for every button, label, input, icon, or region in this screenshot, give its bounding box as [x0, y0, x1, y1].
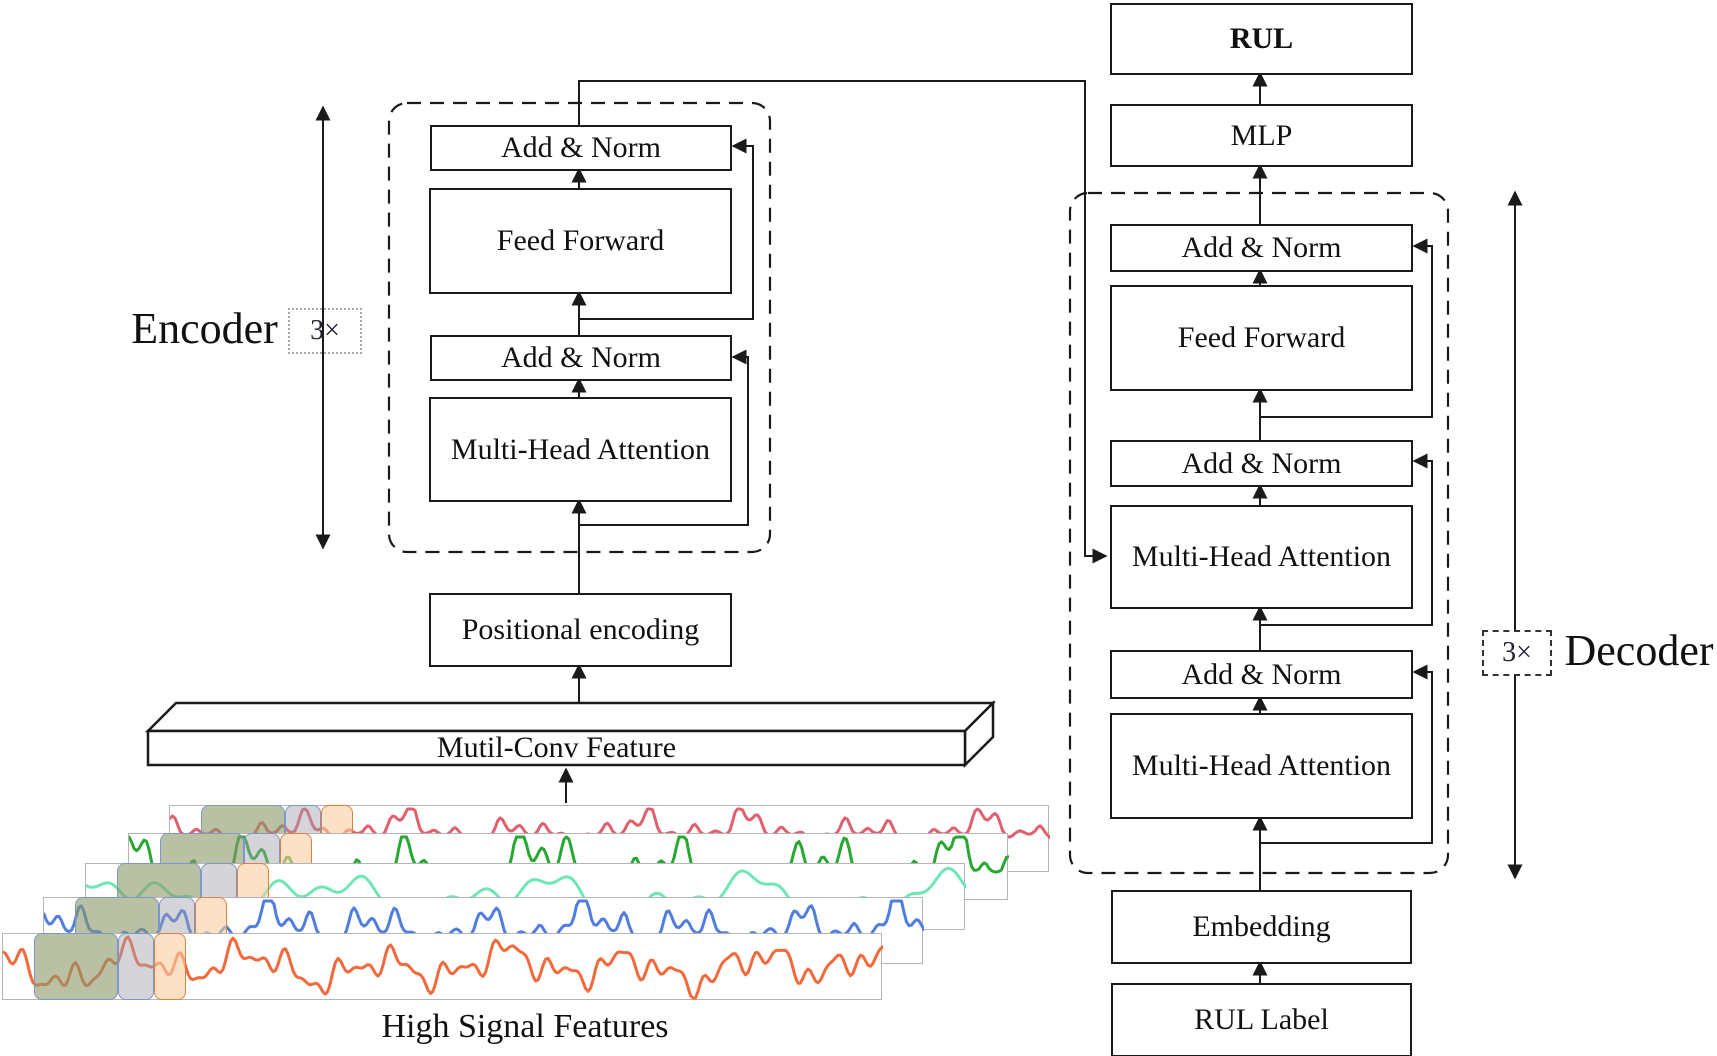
multi-conv-feature-label: Mutil-Conv Feature: [436, 731, 677, 764]
high-signal-features-caption: High Signal Features: [381, 1008, 669, 1045]
positional-encoding-box: Positional encoding: [429, 593, 732, 667]
decoder-multi-head-attention-upper-box: Multi-Head Attention: [1110, 505, 1413, 609]
window-orange: [154, 933, 186, 1000]
encoder-repeat-badge: 3×: [288, 308, 362, 354]
embedding-box: Embedding: [1111, 890, 1412, 964]
rul-label-box: RUL Label: [1111, 983, 1412, 1056]
window-gray: [118, 933, 154, 1000]
encoder-multi-head-attention-box: Multi-Head Attention: [429, 397, 732, 502]
decoder-feed-forward-box: Feed Forward: [1110, 285, 1413, 391]
decoder-repeat-badge: 3×: [1482, 630, 1552, 676]
window-green: [34, 933, 118, 1000]
decoder-residual-1: [1260, 664, 1433, 844]
rul-output-box: RUL: [1110, 3, 1413, 75]
encoder-residual-2: [579, 138, 754, 320]
decoder-add-norm-lower-box: Add & Norm: [1110, 650, 1413, 699]
encoder-feed-forward-box: Feed Forward: [429, 188, 732, 294]
decoder-add-norm-top-box: Add & Norm: [1110, 224, 1413, 272]
encoder-add-norm-lower-box: Add & Norm: [430, 335, 732, 381]
encoder-label: Encoder: [131, 304, 278, 353]
decoder-add-norm-mid-box: Add & Norm: [1110, 440, 1413, 487]
signal-orange-waveform: [3, 935, 883, 1000]
decoder-residual-2: [1260, 453, 1433, 626]
mlp-box: MLP: [1110, 104, 1413, 167]
multi-conv-slab: [144, 699, 997, 769]
signal-orange-strip: [2, 933, 883, 1000]
decoder-residual-3: [1260, 238, 1433, 418]
encoder-add-norm-upper-box: Add & Norm: [430, 125, 732, 171]
encoder-residual-1: [579, 349, 749, 526]
decoder-label: Decoder: [1564, 626, 1714, 675]
arrow-encoder-to-decoder: [578, 80, 1108, 564]
decoder-multi-head-attention-lower-box: Multi-Head Attention: [1110, 713, 1413, 819]
